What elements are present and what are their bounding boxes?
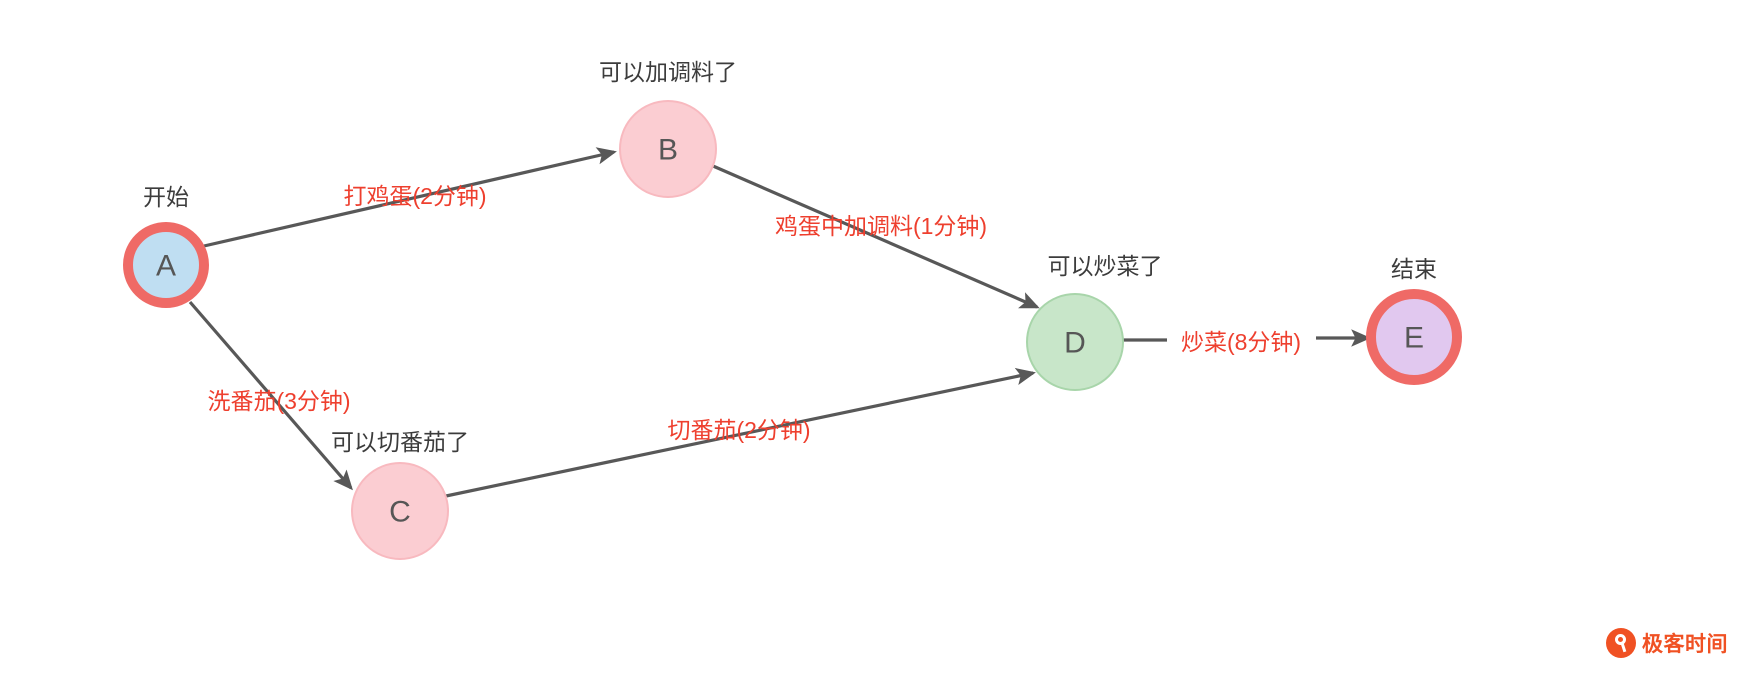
node-b-circle[interactable] <box>619 100 717 198</box>
node-c[interactable]: 可以切番茄了 C <box>331 429 469 560</box>
edge-d-e[interactable]: 炒菜(8分钟) <box>1123 329 1371 355</box>
node-c-caption: 可以切番茄了 <box>331 429 469 455</box>
node-d[interactable]: 可以炒菜了 D <box>1026 253 1163 391</box>
edge-a-c-line <box>188 300 353 491</box>
watermark: 极客时间 <box>1606 628 1728 658</box>
edge-c-d[interactable]: 切番茄(2分钟) <box>445 367 1036 498</box>
node-e-label: E <box>1404 322 1424 355</box>
nodes-layer: 开始 A 可以加调料了 B 可以切番茄了 C 可以炒菜了 D 结束 <box>123 59 1462 560</box>
node-e-circle[interactable] <box>1366 289 1462 385</box>
node-e-caption: 结束 <box>1391 256 1437 282</box>
edge-c-d-line <box>445 367 1036 498</box>
edge-d-e-label: 炒菜(8分钟) <box>1181 329 1301 355</box>
node-e[interactable]: 结束 E <box>1366 256 1462 385</box>
edge-b-d[interactable]: 鸡蛋中加调料(1分钟) <box>712 164 1040 309</box>
node-c-circle[interactable] <box>351 462 449 560</box>
node-b[interactable]: 可以加调料了 B <box>599 59 737 198</box>
node-a[interactable]: 开始 A <box>123 184 209 308</box>
node-d-circle[interactable] <box>1026 293 1124 391</box>
node-b-label: B <box>658 134 678 167</box>
edge-a-c[interactable]: 洗番茄(3分钟) <box>188 300 353 491</box>
node-d-label: D <box>1064 327 1086 360</box>
node-b-caption: 可以加调料了 <box>599 59 737 85</box>
edge-b-d-label: 鸡蛋中加调料(1分钟) <box>775 213 987 239</box>
watermark-text: 极客时间 <box>1642 633 1728 656</box>
edge-b-d-line <box>712 164 1040 309</box>
edge-c-d-label: 切番茄(2分钟) <box>667 417 810 443</box>
edges-layer: 打鸡蛋(2分钟) 鸡蛋中加调料(1分钟) 洗番茄(3分钟) 切番茄(2分钟) 炒… <box>188 147 1371 498</box>
edge-a-c-label: 洗番茄(3分钟) <box>207 388 350 414</box>
node-a-circle[interactable] <box>123 222 209 308</box>
node-c-label: C <box>389 496 411 529</box>
node-a-label: A <box>156 250 176 283</box>
edge-a-b[interactable]: 打鸡蛋(2分钟) <box>203 147 617 248</box>
edge-a-b-line <box>203 147 617 248</box>
edge-a-b-label: 打鸡蛋(2分钟) <box>343 183 486 209</box>
node-a-caption: 开始 <box>143 184 189 210</box>
node-d-caption: 可以炒菜了 <box>1048 253 1163 279</box>
geektime-logo-icon <box>1606 628 1636 658</box>
